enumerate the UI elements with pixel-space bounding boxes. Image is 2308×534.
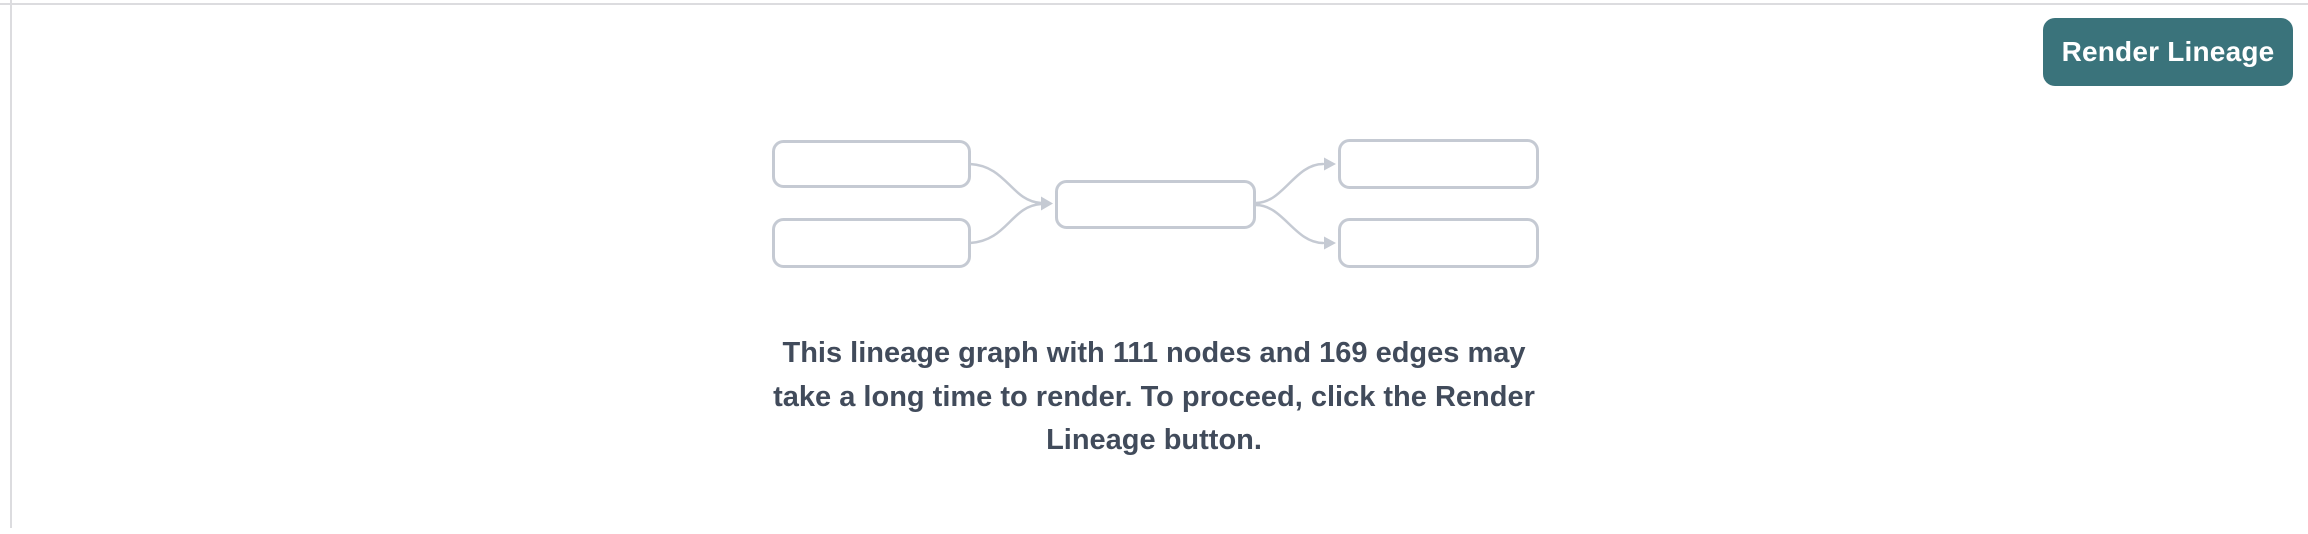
render-lineage-button[interactable]: Render Lineage — [2043, 18, 2293, 86]
lineage-graph-placeholder-icon — [772, 139, 1539, 268]
lineage-edge — [1254, 162, 1325, 205]
placeholder-node — [1338, 218, 1539, 268]
lineage-edge — [1254, 203, 1325, 245]
placeholder-node — [1055, 180, 1256, 229]
lineage-edge — [968, 202, 1043, 245]
lineage-edge — [968, 162, 1043, 205]
placeholder-node — [1338, 139, 1539, 189]
placeholder-node — [772, 218, 971, 268]
arrowhead-icon — [1041, 196, 1053, 211]
arrowhead-icon — [1324, 236, 1336, 250]
lineage-empty-state: This lineage graph with 111 nodes and 16… — [759, 130, 1549, 463]
lineage-warning-message: This lineage graph with 111 nodes and 16… — [773, 337, 1535, 456]
panel-top-border — [0, 3, 2308, 5]
arrowhead-icon — [1324, 157, 1336, 171]
placeholder-node — [772, 140, 971, 188]
panel-left-border — [10, 0, 12, 528]
